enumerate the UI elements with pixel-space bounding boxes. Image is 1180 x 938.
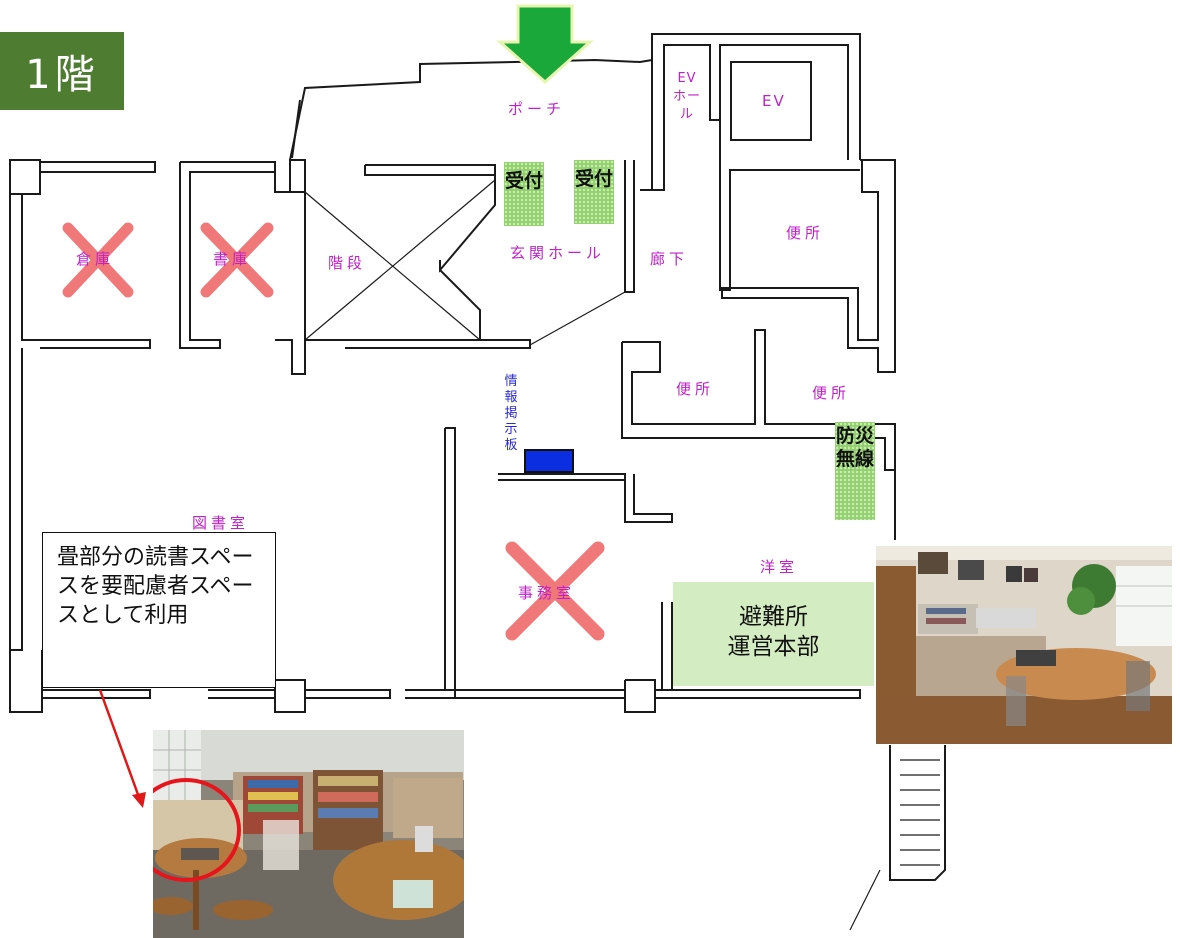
reception-tag: 受付	[574, 160, 614, 224]
red-x-icon	[505, 541, 605, 641]
pointer-arrow	[98, 689, 146, 808]
green-down-arrow-icon	[496, 4, 594, 85]
red-x-icon	[200, 222, 274, 298]
toilet-label: 便所	[676, 380, 715, 398]
info-board-label: 情報掲示板	[504, 374, 518, 453]
porch-label: ポーチ	[508, 100, 566, 118]
disaster-radio-tag: 防災無線	[835, 422, 875, 520]
library-label: 図書室	[192, 514, 250, 532]
toilet-label: 便所	[786, 224, 825, 242]
office-photo	[876, 546, 1172, 744]
red-x-icon	[62, 222, 134, 298]
toilet-label: 便所	[812, 384, 851, 402]
entrance-hall-label: 玄関ホール	[510, 244, 606, 262]
evacuation-hq-box: 避難所 運営本部	[673, 582, 874, 686]
book-storage-label: 書庫	[213, 250, 252, 268]
info-board-marker	[524, 449, 574, 473]
western-room-label: 洋室	[760, 558, 799, 576]
ev-label: EV	[762, 92, 786, 110]
storage-label: 倉庫	[76, 250, 115, 268]
evacuation-hq-label: 避難所 運営本部	[727, 604, 820, 660]
library-photo	[153, 730, 464, 938]
corridor-label: 廊下	[650, 250, 689, 268]
reception-tag: 受付	[504, 162, 544, 226]
tatami-space-note: 畳部分の読書スペースを要配慮者スペースとして利用	[42, 532, 276, 688]
floor-label: 1階	[0, 32, 124, 110]
stairs-label: 階段	[328, 254, 367, 272]
ev-hall-label: EV ホール	[672, 71, 701, 122]
highlight-circle	[153, 778, 241, 882]
office-label: 事務室	[518, 584, 576, 602]
